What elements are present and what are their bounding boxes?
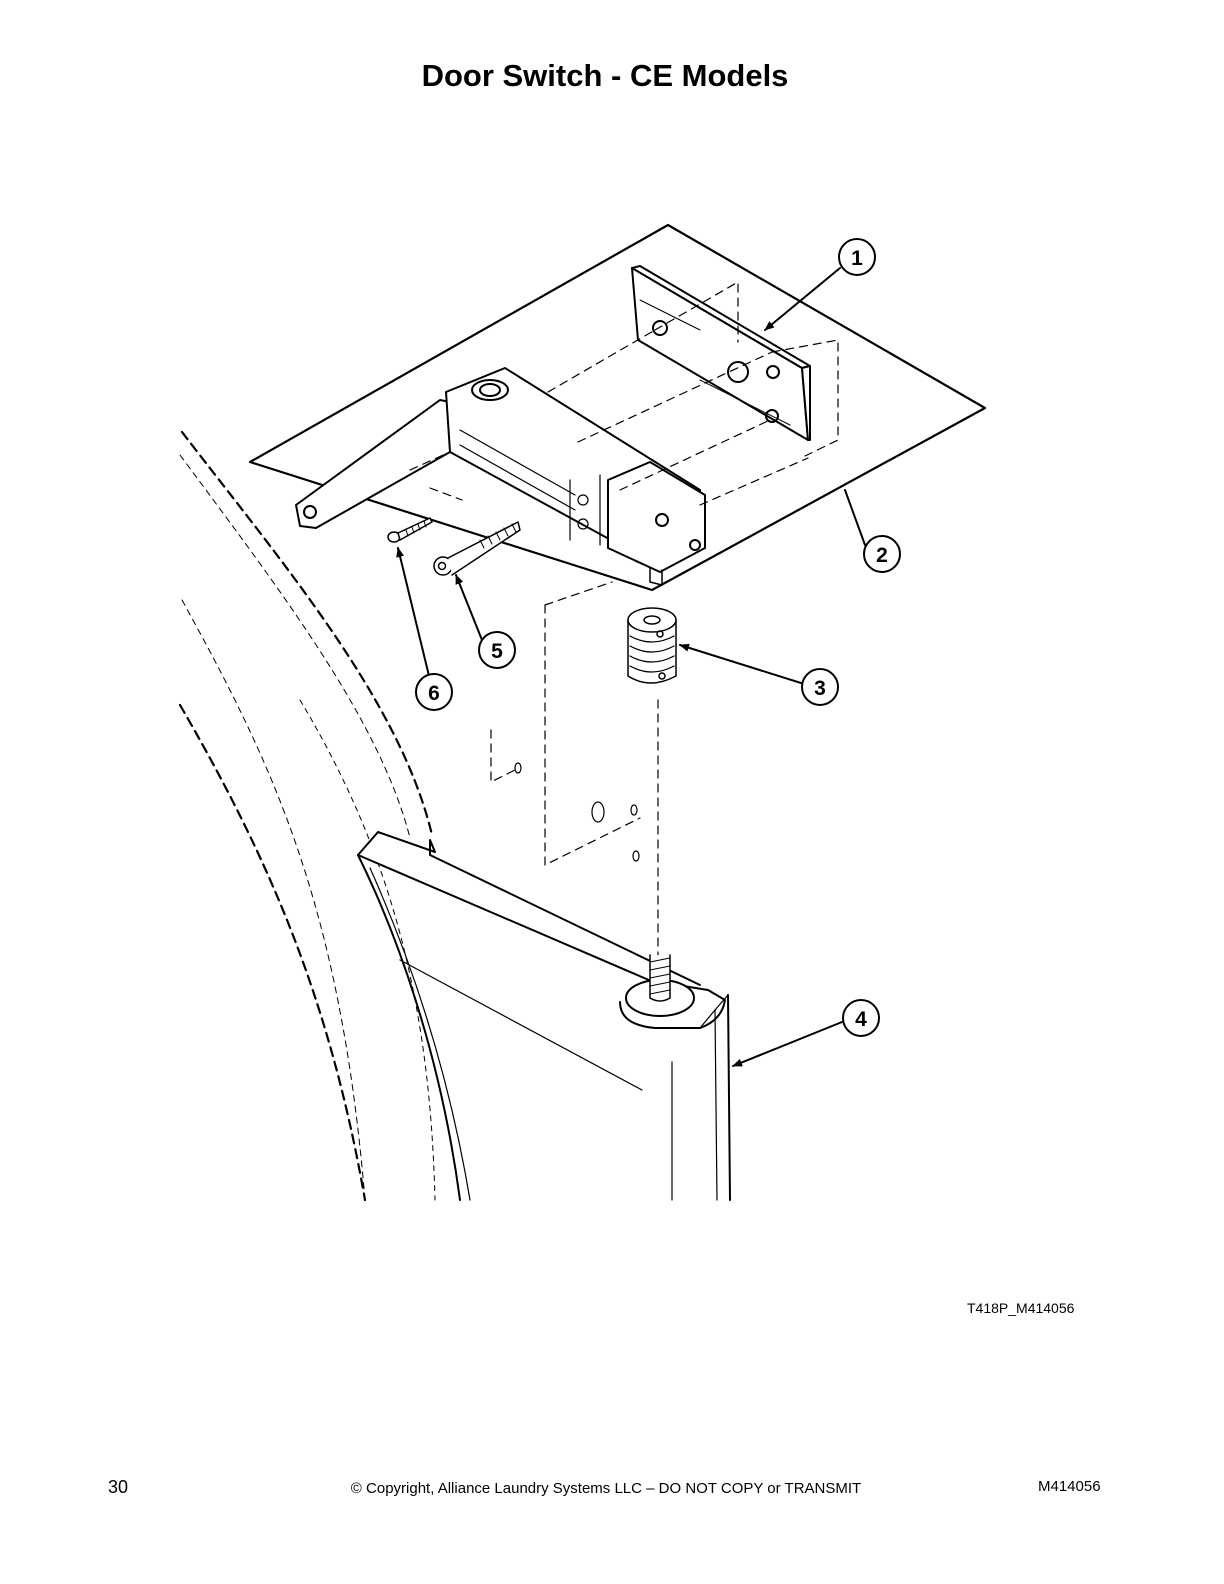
panel-holes	[514, 762, 640, 862]
mounting-panel	[248, 223, 987, 592]
page-title: Door Switch - CE Models	[421, 58, 789, 93]
callout-5: 5	[478, 631, 516, 669]
switch-bracket	[631, 265, 811, 441]
bolt-5	[433, 521, 521, 576]
alignment-lines-lower	[490, 581, 659, 956]
screw-6	[387, 517, 433, 543]
door-switch-body	[295, 367, 706, 586]
figure-code: T418P_M414056	[967, 1300, 1075, 1316]
door-4	[357, 831, 731, 1201]
coupling-3	[627, 607, 677, 684]
callout-3-label: 3	[814, 677, 826, 700]
leader-lines	[396, 267, 866, 1067]
callout-5-label: 5	[491, 640, 503, 663]
callout-4-label: 4	[855, 1008, 867, 1031]
page-number: 30	[108, 1477, 129, 1497]
callout-6-label: 6	[428, 682, 440, 705]
callout-6: 6	[415, 673, 453, 711]
alignment-lines-upper	[409, 281, 839, 506]
document-id: M414056	[1038, 1478, 1101, 1495]
cabinet-front-arcs	[178, 430, 436, 1202]
callout-2-label: 2	[876, 544, 888, 567]
copyright-notice: © Copyright, Alliance Laundry Systems LL…	[350, 1480, 862, 1497]
callout-4: 4	[842, 999, 880, 1037]
callout-1: 1	[838, 238, 876, 276]
callout-1-label: 1	[851, 247, 863, 270]
callout-3: 3	[801, 668, 839, 706]
callout-2: 2	[863, 535, 901, 573]
